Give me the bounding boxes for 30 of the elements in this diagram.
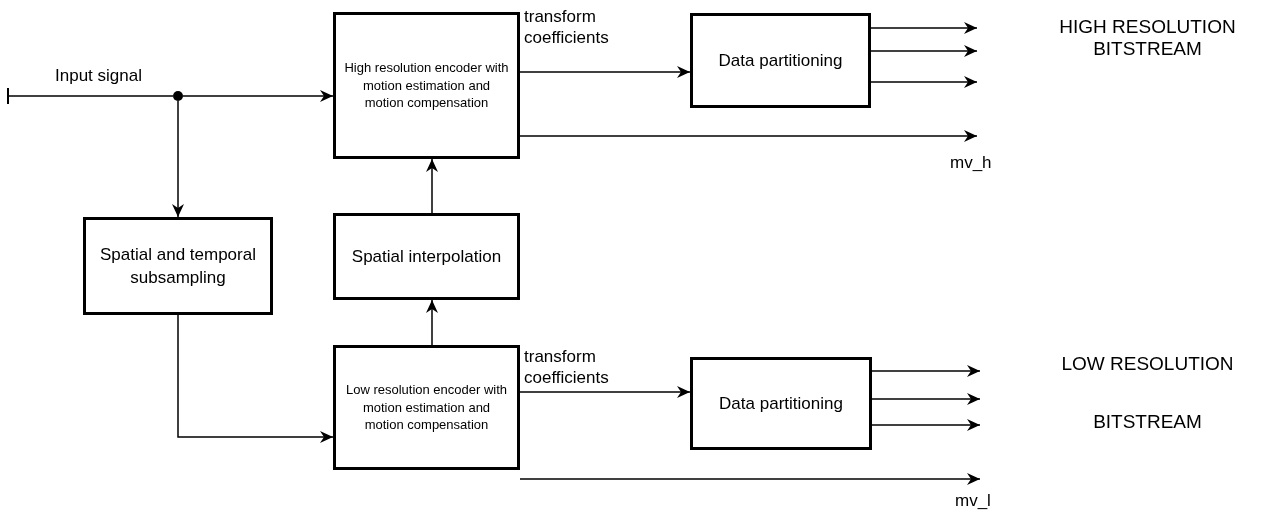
box-text: Spatial and temporal subsampling bbox=[99, 243, 257, 289]
arrow bbox=[519, 386, 691, 398]
arrow bbox=[870, 22, 978, 34]
encoder-box bbox=[333, 345, 520, 470]
output-label: LOW RESOLUTION bbox=[1060, 353, 1235, 375]
box-text: Spatial interpolation bbox=[351, 245, 502, 268]
box-text: Data partitioning bbox=[718, 49, 843, 72]
arrow bbox=[870, 76, 978, 88]
arrow bbox=[172, 100, 184, 218]
output-label: HIGH RESOLUTION BITSTREAM bbox=[1058, 16, 1237, 60]
process-box bbox=[333, 213, 520, 300]
output-label: BITSTREAM bbox=[1092, 411, 1203, 433]
arrow bbox=[519, 473, 981, 485]
arrow bbox=[177, 314, 334, 443]
box-text: Data partitioning bbox=[719, 392, 843, 415]
arrow bbox=[426, 158, 438, 214]
process-box bbox=[690, 13, 871, 108]
arrow bbox=[426, 299, 438, 346]
box-text: Low resolution encoder with motion estimation and motion compensation bbox=[344, 380, 509, 435]
process-box bbox=[690, 357, 872, 450]
arrow bbox=[870, 45, 978, 57]
process-box bbox=[83, 217, 273, 315]
arrow bbox=[871, 419, 981, 431]
arrow bbox=[519, 130, 978, 142]
encoder-box bbox=[333, 12, 520, 159]
box-text: High resolution encoder with motion estimation and motion compensation bbox=[344, 58, 509, 113]
arrow bbox=[871, 365, 981, 377]
arrow bbox=[182, 90, 334, 102]
arrow bbox=[519, 66, 691, 78]
arrow bbox=[871, 393, 981, 405]
